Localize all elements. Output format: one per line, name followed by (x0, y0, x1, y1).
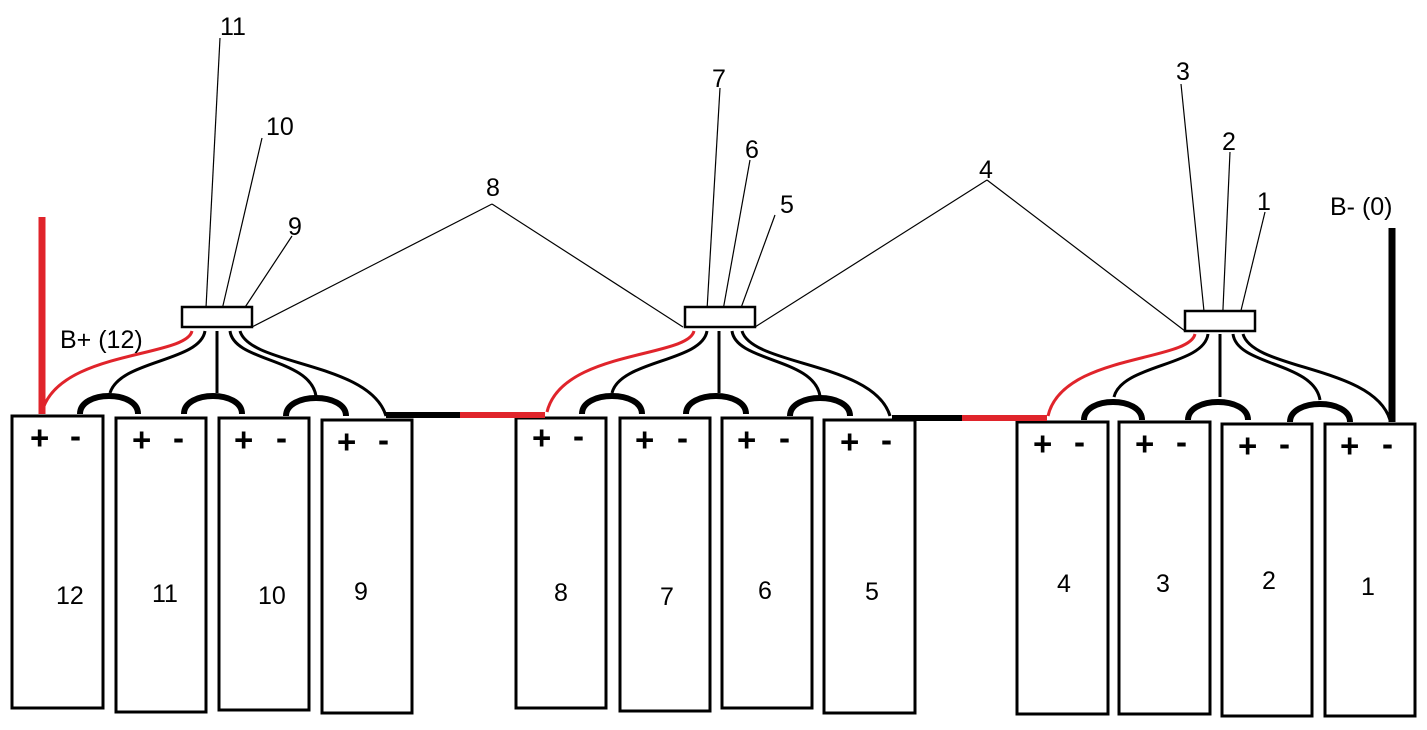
cell-6 (720, 416, 814, 710)
lead-label-7: 7 (712, 65, 726, 93)
lead-label-3: 3 (1176, 58, 1190, 86)
cell-12-plus: + (30, 419, 49, 456)
cell-4-plus: + (1033, 425, 1052, 462)
lead-label-5: 5 (780, 191, 794, 219)
cell-3 (1117, 420, 1212, 716)
cell-10 (217, 416, 311, 712)
lead-label-4: 4 (979, 156, 993, 184)
cell-6-minus: - (779, 419, 790, 456)
cell-5-label: 5 (865, 578, 879, 606)
balance-connector-c (1183, 309, 1257, 333)
cell-3-minus: - (1176, 423, 1187, 460)
cells (10, 414, 1417, 718)
cell-4-label: 4 (1057, 570, 1071, 598)
cell-12-label: 12 (56, 582, 84, 610)
cell-8-plus: + (532, 419, 551, 456)
cell-9-plus: + (337, 423, 356, 460)
balance-wires-pack-a (40, 330, 388, 417)
cell-9-minus: - (378, 421, 389, 458)
cell-7-plus: + (635, 421, 654, 458)
lead-label-2: 2 (1222, 128, 1236, 156)
cell-10-plus: + (234, 421, 253, 458)
cell-5-minus: - (881, 421, 892, 458)
cell-2-label: 2 (1262, 567, 1276, 595)
cell-11 (114, 416, 208, 714)
lead-label-8: 8 (486, 174, 500, 202)
cell-1-label: 1 (1361, 573, 1375, 601)
cell-12 (10, 414, 105, 710)
cell-10-minus: - (276, 419, 287, 456)
cell-1-plus: + (1340, 427, 1359, 464)
cell-1 (1323, 422, 1417, 718)
cell-4 (1015, 420, 1110, 716)
lead-label-11: 11 (220, 13, 246, 41)
cell-7-minus: - (677, 419, 688, 456)
cell-10-label: 10 (258, 582, 286, 610)
polarity-marks: + - + - + - + - + - + - + - + - + - + - … (30, 417, 1393, 464)
cell-6-label: 6 (758, 577, 772, 605)
cell-labels: 12 11 10 9 8 7 6 5 4 3 2 1 (56, 567, 1375, 611)
cell-5-plus: + (840, 423, 859, 460)
cell-7-label: 7 (660, 583, 674, 611)
cell-4-minus: - (1074, 423, 1085, 460)
cell-6-plus: + (737, 421, 756, 458)
cell-11-label: 11 (152, 580, 178, 608)
cell-1-minus: - (1382, 425, 1393, 462)
balance-lead-labels: 11 10 9 8 7 6 5 4 3 2 1 (220, 13, 1271, 241)
series-bridges (77, 393, 1353, 423)
cell-3-label: 3 (1156, 570, 1170, 598)
cell-9-label: 9 (354, 578, 368, 606)
lead-lines (204, 37, 1266, 332)
lead-label-1: 1 (1257, 188, 1271, 216)
lead-label-9: 9 (288, 213, 302, 241)
lead-label-10: 10 (266, 113, 294, 141)
cell-9 (320, 418, 414, 715)
cell-5 (822, 418, 917, 715)
cell-2 (1220, 422, 1314, 718)
lead-label-6: 6 (745, 136, 759, 164)
cell-11-plus: + (132, 421, 151, 458)
cell-2-minus: - (1279, 425, 1290, 462)
cell-3-plus: + (1135, 425, 1154, 462)
negative-terminal-label: B- (0) (1330, 193, 1393, 221)
balance-wires-pack-b (545, 330, 892, 417)
balance-connector-a (180, 305, 254, 329)
balance-wires-pack-c (1046, 333, 1392, 421)
cell-7 (618, 416, 712, 713)
pack-links (386, 412, 1047, 421)
balance-connector-b (683, 305, 757, 329)
cell-8-minus: - (573, 417, 584, 454)
cell-11-minus: - (173, 419, 184, 456)
cell-2-plus: + (1238, 427, 1257, 464)
cell-8-label: 8 (554, 579, 568, 607)
positive-terminal-label: B+ (12) (60, 326, 143, 354)
cell-12-minus: - (70, 417, 81, 454)
cell-8 (514, 416, 608, 710)
